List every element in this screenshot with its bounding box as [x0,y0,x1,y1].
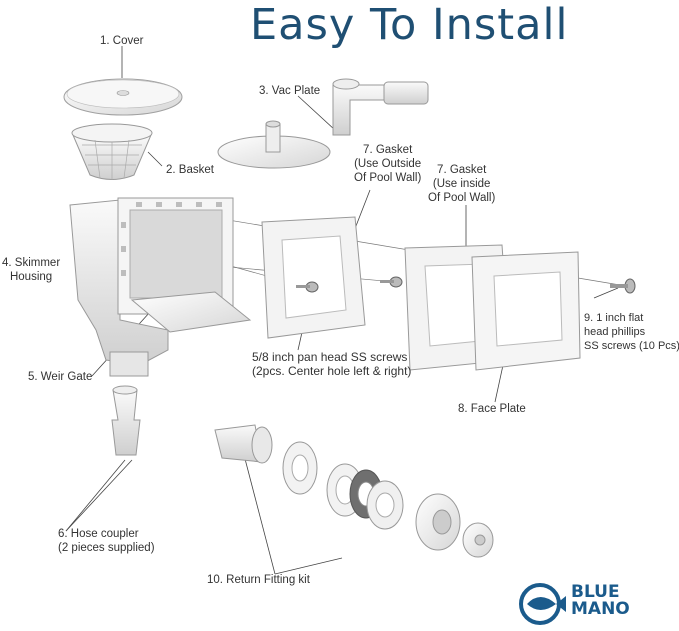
skimmer-housing-part [69,197,234,377]
fish-logo-icon [519,583,566,625]
face-plate-part [471,251,581,371]
brand-logo: BLUE MANO [571,582,630,619]
pan-head-screw-icon [296,281,319,293]
label-flat-screws: 9. 1 inch flat head phillips SS screws (… [584,312,679,352]
label-weir-gate: 5. Weir Gate [28,371,93,383]
return-fitting-part [214,424,494,558]
label-skimmer-housing: 4. Skimmer Housing [2,257,61,283]
label-gasket-inside: 7. Gasket (Use inside Of Pool Wall) [428,164,496,204]
label-pan-screws: 5/8 inch pan head SS screws (2pcs. Cente… [252,350,412,378]
label-basket: 2. Basket [166,164,214,176]
hose-coupler-part [111,385,141,456]
page-title: Easy To Install [250,0,569,50]
pan-head-screw-icon-2 [380,276,403,288]
flat-head-screw-icon [610,278,636,294]
label-gasket-outside: 7. Gasket (Use Outside Of Pool Wall) [354,144,422,184]
gasket-outside-part [261,216,366,339]
label-hose-coupler: 6. Hose coupler (2 pieces supplied) [58,528,155,554]
label-return-fitting: 10. Return Fitting kit [207,574,310,586]
vac-plate-part [217,78,429,169]
label-vac-plate: 3. Vac Plate [259,85,321,97]
basket-part [71,123,153,180]
weir-gate-part [130,291,252,333]
cover-part [63,78,183,116]
label-face-plate: 8. Face Plate [458,403,526,415]
label-cover: 1. Cover [100,35,144,47]
